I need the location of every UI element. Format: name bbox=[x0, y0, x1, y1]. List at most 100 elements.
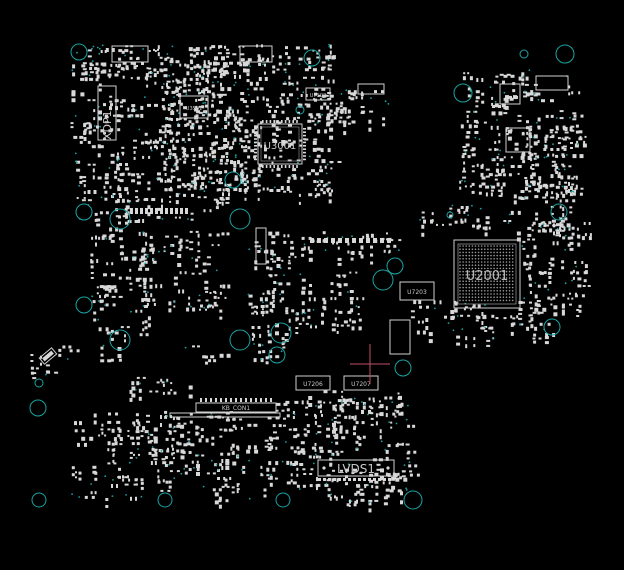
smd-pad bbox=[389, 396, 393, 400]
u7502-chip[interactable]: U7502 bbox=[305, 87, 331, 101]
bga-ball bbox=[480, 267, 483, 270]
smd-pad bbox=[196, 110, 201, 114]
smd-pad bbox=[275, 323, 279, 328]
bga-ball bbox=[477, 290, 480, 292]
smd-pad bbox=[202, 88, 206, 92]
smd-pad bbox=[568, 85, 571, 89]
smd-pad bbox=[113, 437, 117, 442]
u7203-chip[interactable]: U7203 bbox=[399, 281, 435, 301]
smd-pad bbox=[398, 403, 402, 408]
smd-pad bbox=[161, 98, 165, 102]
smd-pad bbox=[221, 201, 224, 206]
smd-pad bbox=[176, 118, 180, 121]
smd-pad bbox=[164, 127, 167, 132]
smd-pad bbox=[393, 476, 397, 480]
smd-pad bbox=[131, 173, 136, 177]
smd-pad bbox=[543, 284, 547, 288]
bga-ball bbox=[474, 270, 477, 273]
smd-pad bbox=[208, 153, 211, 157]
bga-ball bbox=[459, 290, 461, 292]
smd-pad bbox=[372, 397, 375, 401]
smd-pad bbox=[389, 489, 394, 493]
smd-pad bbox=[211, 155, 216, 159]
via bbox=[104, 304, 106, 306]
smd-pad bbox=[251, 306, 255, 309]
smd-pad bbox=[326, 113, 331, 117]
smd-pad bbox=[90, 253, 94, 257]
smd-pad bbox=[285, 309, 289, 313]
smd-pad bbox=[201, 120, 205, 123]
smd-pad bbox=[81, 436, 86, 441]
smd-pad bbox=[199, 174, 202, 178]
smd-pad bbox=[203, 110, 208, 114]
smd-pad bbox=[303, 148, 306, 150]
bga-ball bbox=[477, 274, 480, 276]
smd-pad bbox=[462, 76, 466, 81]
smd-pad bbox=[555, 192, 558, 195]
smd-pad bbox=[138, 277, 142, 280]
smd-pad bbox=[272, 138, 277, 142]
smd-pad bbox=[69, 349, 73, 353]
smd-pad bbox=[308, 249, 313, 254]
smd-pad bbox=[247, 155, 251, 159]
smd-pad bbox=[103, 138, 106, 141]
smd-pad bbox=[524, 177, 528, 179]
smd-pad bbox=[189, 59, 193, 63]
smd-pad bbox=[279, 97, 282, 100]
kb-con1-connector[interactable]: KB_CON1 bbox=[169, 402, 281, 418]
via bbox=[173, 96, 175, 99]
bga-ball bbox=[465, 258, 468, 260]
smd-pad bbox=[211, 244, 214, 247]
smd-pad bbox=[219, 291, 222, 295]
smd-pad bbox=[308, 396, 313, 400]
smd-pad bbox=[160, 178, 163, 183]
smd-pad bbox=[394, 409, 397, 412]
smd-pad bbox=[300, 448, 305, 452]
bga-ball bbox=[499, 258, 502, 260]
smd-pad bbox=[129, 114, 134, 118]
bga-ball bbox=[468, 245, 471, 247]
u2001-chip[interactable]: U2001 bbox=[453, 239, 521, 309]
via bbox=[144, 96, 146, 98]
smd-pad bbox=[132, 256, 137, 261]
smd-pad bbox=[213, 359, 217, 363]
smd-pad bbox=[321, 312, 324, 317]
u7206-chip[interactable]: U7206 bbox=[295, 375, 331, 391]
smd-pad bbox=[535, 212, 539, 216]
smd-pad bbox=[205, 438, 209, 443]
via bbox=[138, 128, 141, 131]
smd-pad bbox=[296, 81, 299, 85]
smd-pad bbox=[146, 420, 150, 423]
u7207-chip[interactable]: U7207 bbox=[343, 375, 379, 391]
bga-ball bbox=[471, 293, 474, 295]
smd-pad bbox=[343, 283, 348, 287]
bga-ball bbox=[487, 261, 489, 263]
xdp1-connector[interactable]: XDP1 bbox=[97, 85, 117, 141]
smd-pad bbox=[307, 126, 312, 130]
smd-pad bbox=[562, 125, 566, 129]
smd-pad bbox=[210, 355, 215, 359]
smd-pad bbox=[93, 413, 97, 418]
smd-pad bbox=[99, 300, 103, 304]
smd-pad bbox=[136, 436, 141, 440]
smd-pad bbox=[129, 50, 133, 54]
smd-pad bbox=[135, 413, 139, 417]
smd-pad bbox=[522, 151, 525, 155]
mounting-hole bbox=[275, 492, 291, 508]
bga-ball bbox=[462, 280, 464, 283]
u3001-chip[interactable]: U3001 bbox=[257, 123, 303, 165]
smd-pad bbox=[182, 451, 186, 454]
via bbox=[575, 265, 577, 268]
u3501-chip[interactable]: U3501 bbox=[179, 95, 209, 119]
smd-pad bbox=[147, 436, 150, 440]
smd-pad bbox=[186, 64, 190, 69]
lvds1-connector[interactable]: LVDS1 bbox=[317, 459, 395, 477]
chip-box bbox=[505, 127, 531, 153]
via bbox=[284, 63, 287, 65]
smd-pad bbox=[301, 400, 304, 405]
via bbox=[261, 344, 264, 346]
smd-pad bbox=[503, 107, 508, 110]
bga-ball bbox=[502, 280, 505, 283]
smd-pad bbox=[182, 79, 186, 84]
smd-pad bbox=[327, 92, 332, 94]
